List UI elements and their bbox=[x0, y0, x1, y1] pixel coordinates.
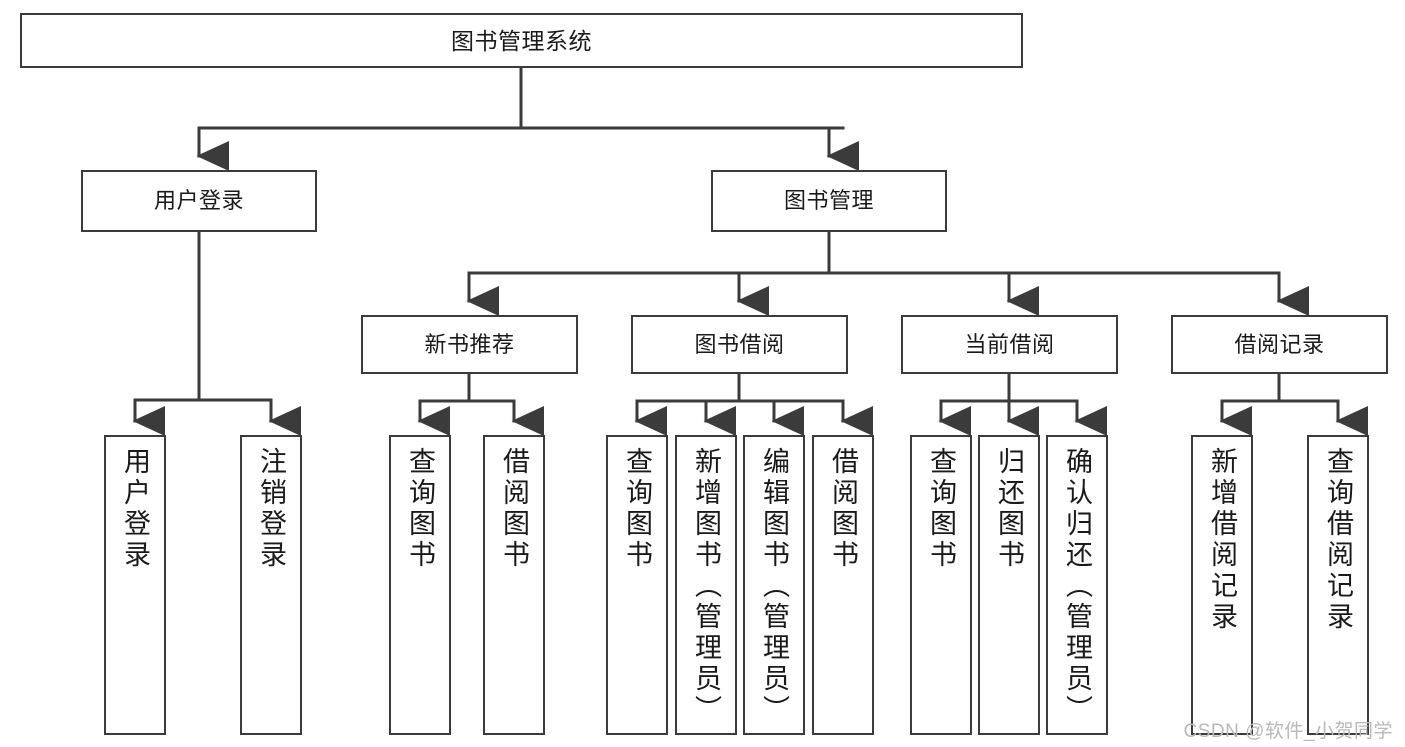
node-user-login-label: 用户登录 bbox=[153, 188, 244, 213]
node-book-manage-label: 图书管理 bbox=[783, 188, 874, 213]
leaf-user-login-label: 用户登录 bbox=[120, 447, 150, 571]
leaf-query-book-3-label: 查询图书 bbox=[926, 447, 956, 571]
csdn-watermark: CSDN @软件_小贺同学 bbox=[1183, 721, 1393, 742]
node-new-book-recommend-label: 新书推荐 bbox=[424, 331, 515, 357]
leaf-borrow-book-1[interactable]: 借阅图书 bbox=[483, 435, 545, 735]
leaf-user-login[interactable]: 用户登录 bbox=[104, 435, 166, 735]
leaf-add-book[interactable]: 新增图书（管理员） bbox=[675, 435, 737, 735]
node-book-borrow[interactable]: 图书借阅 bbox=[631, 315, 848, 374]
leaf-logout-login-label: 注销登录 bbox=[256, 447, 286, 571]
node-book-manage[interactable]: 图书管理 bbox=[711, 170, 947, 232]
leaf-query-book-1-label: 查询图书 bbox=[405, 447, 435, 571]
leaf-confirm-return-label: 确认归还（管理员） bbox=[1062, 447, 1092, 726]
leaf-query-book-1[interactable]: 查询图书 bbox=[389, 435, 451, 735]
leaf-query-book-2-label: 查询图书 bbox=[622, 447, 652, 571]
leaf-confirm-return[interactable]: 确认归还（管理员） bbox=[1046, 435, 1108, 735]
leaf-borrow-book-1-label: 借阅图书 bbox=[499, 447, 529, 571]
leaf-query-borrow-record[interactable]: 查询借阅记录 bbox=[1307, 435, 1369, 735]
leaf-edit-book[interactable]: 编辑图书（管理员） bbox=[743, 435, 805, 735]
leaf-return-book-label: 归还图书 bbox=[994, 447, 1024, 571]
node-current-borrow[interactable]: 当前借阅 bbox=[901, 315, 1118, 374]
leaf-logout-login[interactable]: 注销登录 bbox=[240, 435, 302, 735]
node-borrow-record-label: 借阅记录 bbox=[1234, 331, 1325, 357]
leaf-borrow-book-2[interactable]: 借阅图书 bbox=[812, 435, 874, 735]
leaf-borrow-book-2-label: 借阅图书 bbox=[828, 447, 858, 571]
leaf-add-borrow-record[interactable]: 新增借阅记录 bbox=[1191, 435, 1253, 735]
leaf-add-book-label: 新增图书（管理员） bbox=[691, 447, 721, 726]
leaf-query-book-3[interactable]: 查询图书 bbox=[910, 435, 972, 735]
leaf-query-book-2[interactable]: 查询图书 bbox=[606, 435, 668, 735]
leaf-edit-book-label: 编辑图书（管理员） bbox=[759, 447, 789, 726]
node-borrow-record[interactable]: 借阅记录 bbox=[1171, 315, 1388, 374]
leaf-return-book[interactable]: 归还图书 bbox=[978, 435, 1040, 735]
node-new-book-recommend[interactable]: 新书推荐 bbox=[361, 315, 578, 374]
node-root-system-label: 图书管理系统 bbox=[451, 27, 592, 54]
node-book-borrow-label: 图书借阅 bbox=[694, 331, 785, 357]
node-current-borrow-label: 当前借阅 bbox=[964, 331, 1055, 357]
leaf-add-borrow-record-label: 新增借阅记录 bbox=[1207, 447, 1237, 633]
node-user-login[interactable]: 用户登录 bbox=[81, 170, 317, 232]
node-root-system[interactable]: 图书管理系统 bbox=[20, 13, 1023, 68]
leaf-query-borrow-record-label: 查询借阅记录 bbox=[1323, 447, 1353, 633]
